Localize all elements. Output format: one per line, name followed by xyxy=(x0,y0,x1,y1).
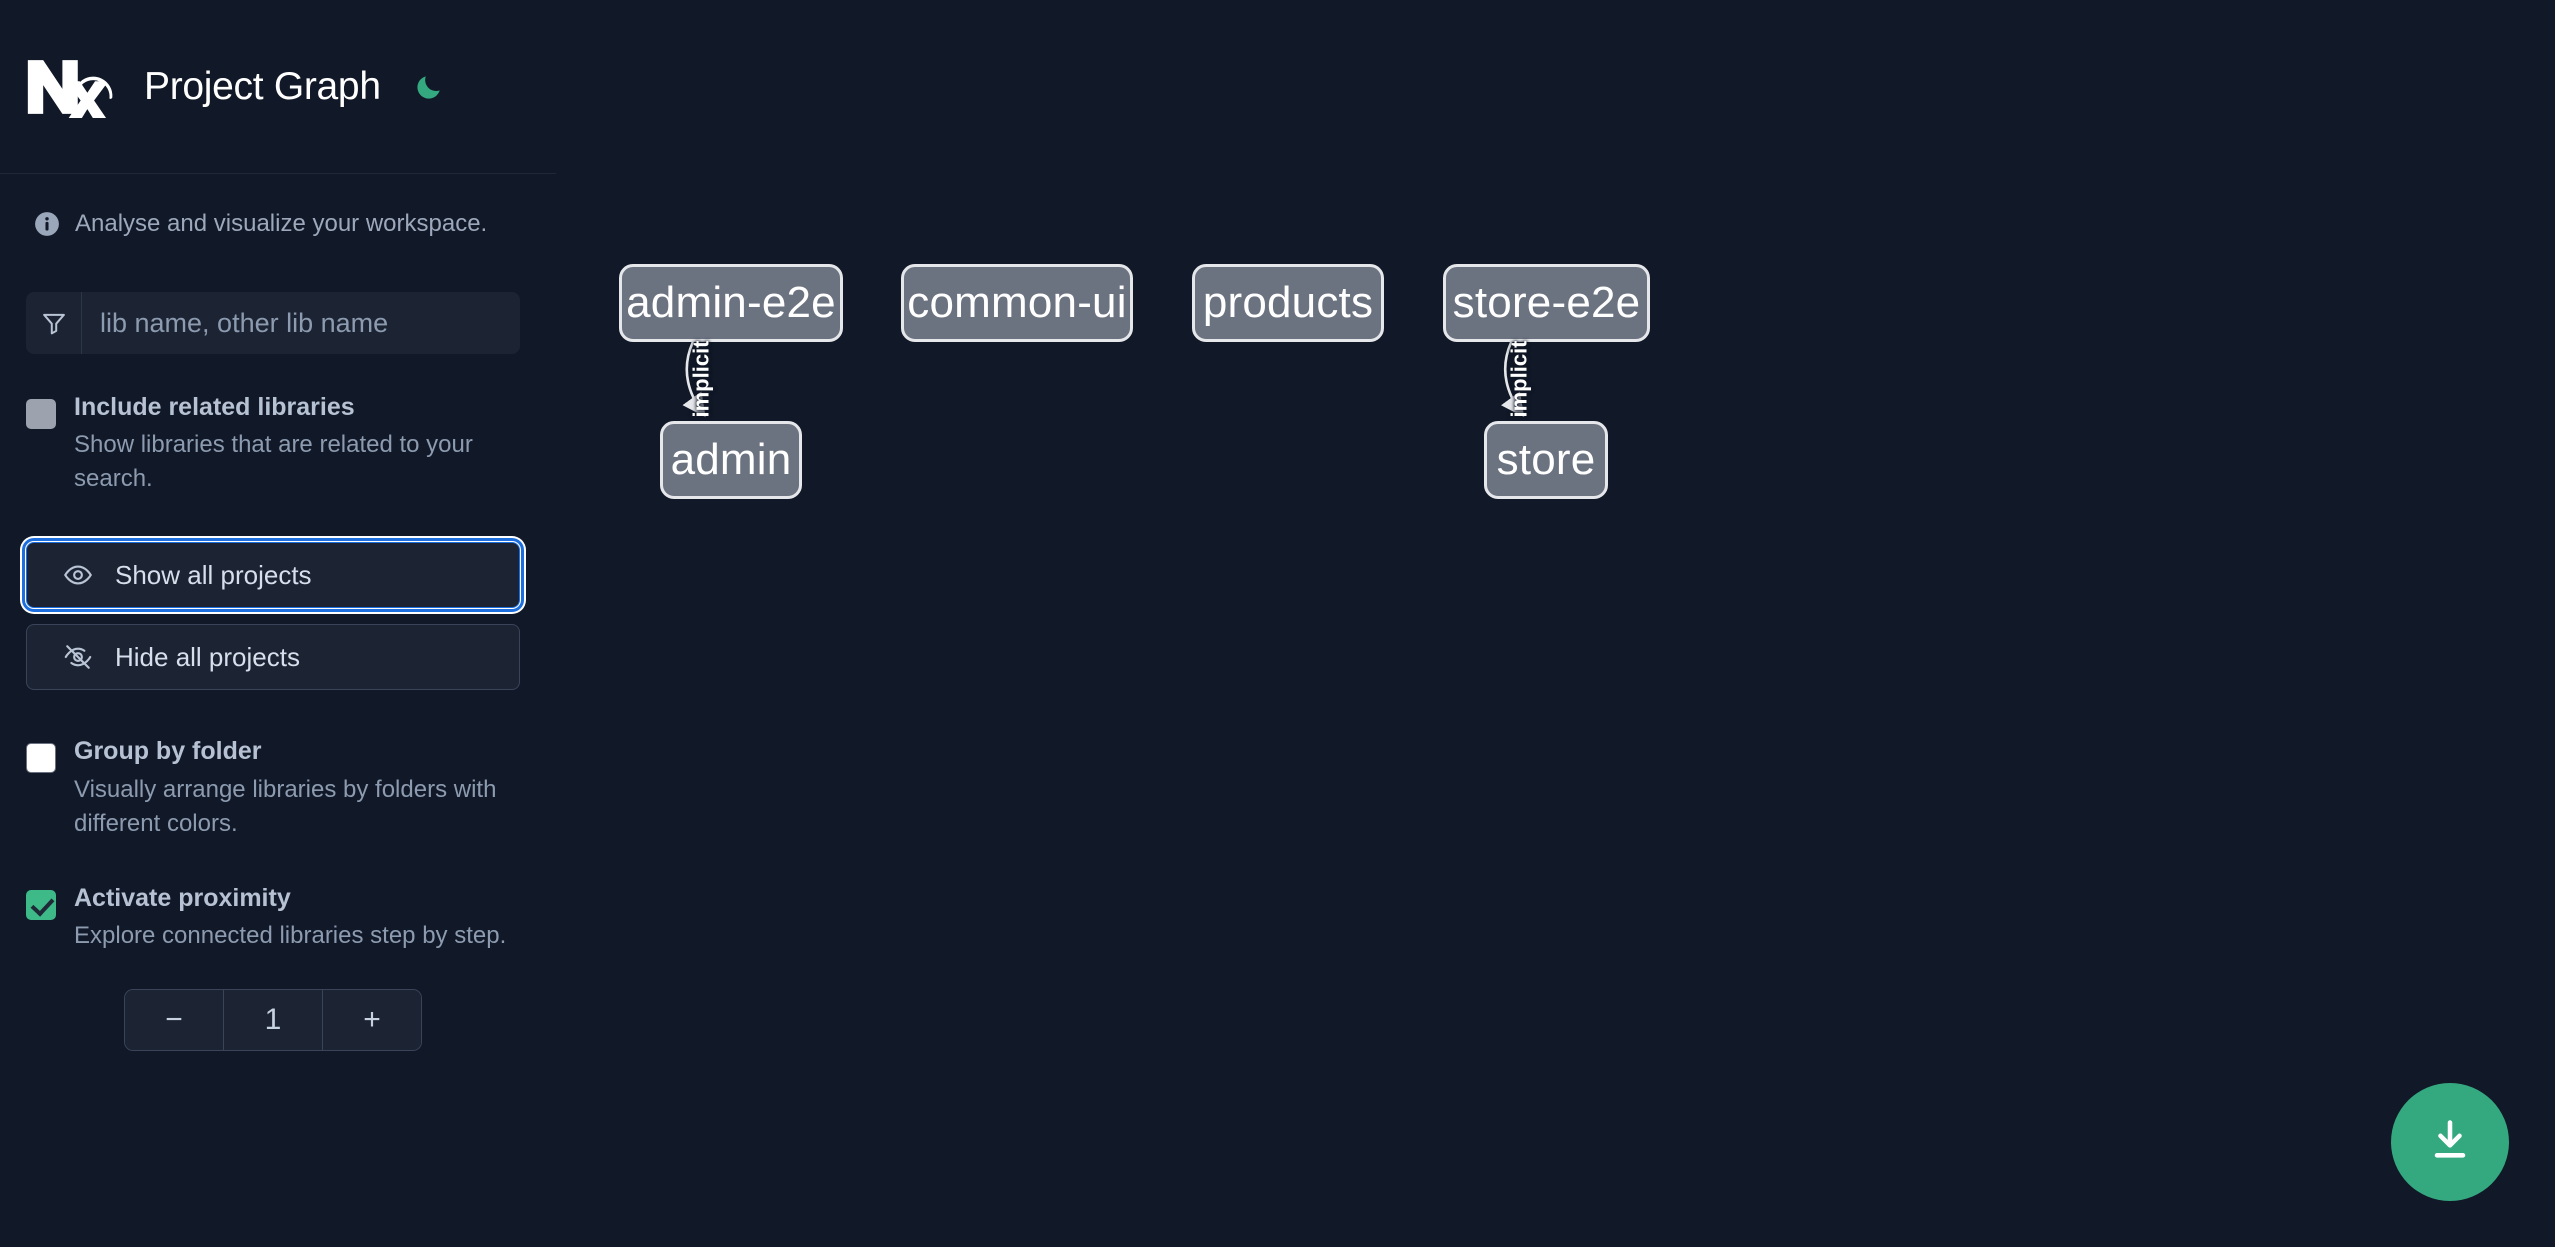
graph-node-products[interactable]: products xyxy=(1192,264,1384,342)
graph-layer: admin-e2e common-ui products store-e2e admin… xyxy=(556,0,2555,1247)
moon-icon[interactable] xyxy=(409,67,449,107)
graph-canvas[interactable]: admin-e2e common-ui products store-e2e admin… xyxy=(556,0,2555,1247)
show-all-projects-label: Show all projects xyxy=(115,559,312,590)
group-by-folder-checkbox[interactable] xyxy=(26,743,56,774)
search-input[interactable] xyxy=(82,292,520,354)
option-description: Explore connected libraries step by step… xyxy=(74,922,507,950)
graph-node-label: common-ui xyxy=(907,278,1127,327)
proximity-decrement-button[interactable]: − xyxy=(125,990,223,1051)
option-description: Show libraries that are related to your … xyxy=(74,431,473,493)
option-text-block: Activate proximity Explore connected lib… xyxy=(74,883,532,953)
proximity-value: 1 xyxy=(223,990,323,1051)
sidebar-header: Project Graph xyxy=(0,0,556,174)
eye-off-icon xyxy=(63,642,93,672)
activate-proximity-checkbox[interactable] xyxy=(26,889,56,920)
sidebar: Project Graph Analyse and visualize yo xyxy=(0,0,556,1247)
proximity-stepper-row: − 1 + xyxy=(0,989,556,1052)
graph-node-common-ui[interactable]: common-ui xyxy=(901,264,1133,342)
option-include-related-libraries: Include related libraries Show libraries… xyxy=(0,392,556,496)
option-description: Visually arrange libraries by folders wi… xyxy=(74,775,497,837)
option-group-by-folder: Group by folder Visually arrange librari… xyxy=(0,736,556,840)
download-graph-button[interactable] xyxy=(2391,1083,2509,1201)
proximity-increment-button[interactable]: + xyxy=(323,990,421,1051)
graph-node-label: store-e2e xyxy=(1452,278,1641,327)
graph-node-label: store xyxy=(1496,435,1596,484)
hide-all-projects-button[interactable]: Hide all projects xyxy=(26,624,520,691)
graph-node-store[interactable]: store xyxy=(1484,421,1608,499)
page-title: Project Graph xyxy=(144,64,381,108)
option-text-block: Group by folder Visually arrange librari… xyxy=(74,736,532,840)
nx-logo-icon xyxy=(24,56,120,118)
sidebar-info-text: Analyse and visualize your workspace. xyxy=(75,210,488,237)
graph-edge-admin-e2e-to-admin xyxy=(682,341,706,418)
search-field[interactable] xyxy=(26,292,520,354)
graph-edge-label: implicit xyxy=(688,339,714,418)
include-related-libraries-checkbox[interactable] xyxy=(26,399,56,429)
option-activate-proximity: Activate proximity Explore connected lib… xyxy=(0,883,556,953)
show-all-projects-row: Show all projects xyxy=(0,538,556,613)
graph-node-label: products xyxy=(1202,278,1374,327)
graph-edge-label: implicit xyxy=(1506,339,1532,418)
hide-all-projects-row: Hide all projects xyxy=(0,624,556,691)
option-text-block: Include related libraries Show libraries… xyxy=(74,392,532,496)
graph-edge-store-e2e-to-store xyxy=(1501,341,1525,418)
graph-node-label: admin xyxy=(670,435,792,484)
show-all-projects-button[interactable]: Show all projects xyxy=(22,538,524,613)
eye-icon xyxy=(63,560,93,590)
option-label: Activate proximity xyxy=(74,883,291,912)
info-circle-icon xyxy=(34,211,60,237)
download-icon xyxy=(2424,1115,2476,1170)
sidebar-info: Analyse and visualize your workspace. xyxy=(0,174,556,238)
proximity-stepper: − 1 + xyxy=(124,989,422,1052)
graph-node-label: admin-e2e xyxy=(626,278,836,327)
hide-all-projects-label: Hide all projects xyxy=(115,641,300,672)
graph-node-store-e2e[interactable]: store-e2e xyxy=(1443,264,1650,342)
graph-node-admin[interactable]: admin xyxy=(660,421,802,499)
graph-edges xyxy=(682,341,1525,418)
graph-node-admin-e2e[interactable]: admin-e2e xyxy=(619,264,843,342)
option-label: Group by folder xyxy=(74,737,262,766)
filter-funnel-icon xyxy=(26,292,82,354)
option-label: Include related libraries xyxy=(74,393,355,421)
sidebar-scroll-region: Project Graph Analyse and visualize yo xyxy=(0,0,556,1247)
